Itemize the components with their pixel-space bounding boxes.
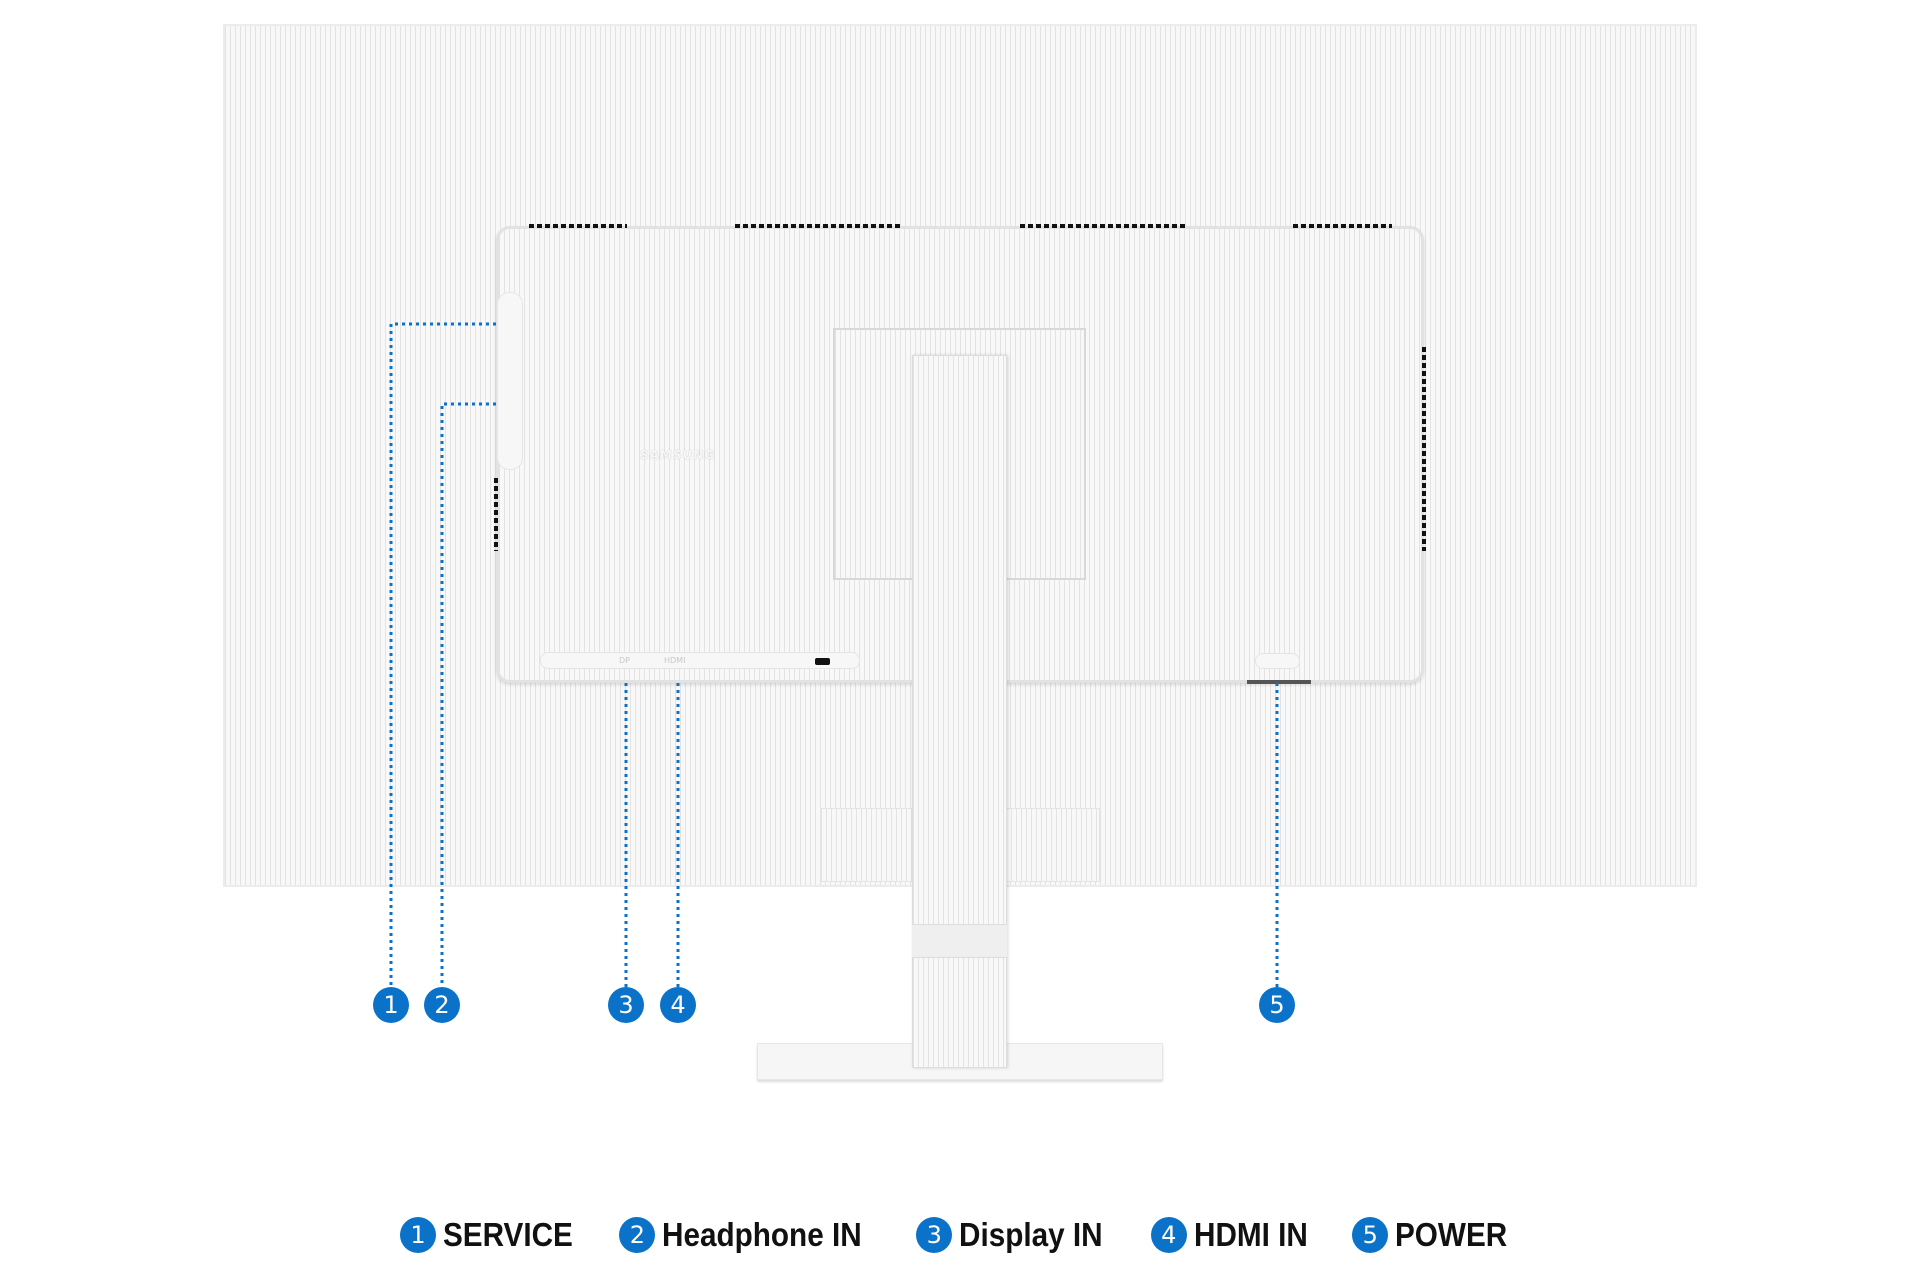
callout-badge-4: 4 <box>660 987 696 1023</box>
samsung-logo: SAMSUNG <box>640 448 716 462</box>
callout-badge-2: 2 <box>424 987 460 1023</box>
legend-label: Display IN <box>959 1216 1103 1253</box>
legend-badge: 1 <box>400 1217 437 1253</box>
callout-line-2 <box>440 402 496 987</box>
legend-label: SERVICE <box>443 1216 573 1253</box>
power-port <box>1255 653 1300 669</box>
legend-badge: 5 <box>1352 1217 1389 1253</box>
bottom-port-strip: DP HDMI <box>540 652 860 669</box>
legend-badge: 2 <box>619 1217 656 1253</box>
callout-badge-5: 5 <box>1259 987 1295 1023</box>
legend-label: HDMI IN <box>1193 1216 1308 1253</box>
power-port-bar <box>1247 680 1311 684</box>
dp-port-label: DP <box>619 656 630 665</box>
callout-line-1 <box>389 322 496 987</box>
legend-badge: 4 <box>1150 1217 1187 1253</box>
callout-badge-3: 3 <box>608 987 644 1023</box>
callout-badge-1: 1 <box>373 987 409 1023</box>
kensington-lock-slot <box>815 658 830 665</box>
legend-badge: 3 <box>916 1217 953 1253</box>
hdmi-port-label: HDMI <box>664 656 686 665</box>
side-port-panel <box>497 292 523 470</box>
legend-label: POWER <box>1395 1216 1508 1253</box>
vent-marks <box>494 224 1426 551</box>
stand-collar <box>912 924 1007 958</box>
legend-label: Headphone IN <box>662 1216 863 1253</box>
